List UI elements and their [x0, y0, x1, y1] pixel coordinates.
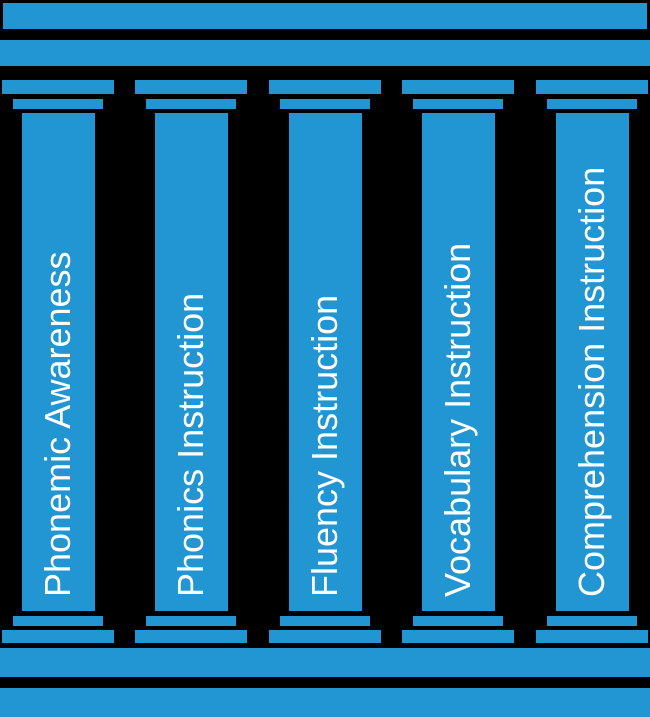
- base-top: [280, 616, 370, 626]
- column-shaft: Vocabulary Instruction: [421, 113, 495, 611]
- column-shaft: Fluency Instruction: [288, 113, 362, 611]
- capital-top: [2, 80, 114, 94]
- capital-bottom: [146, 99, 236, 109]
- pillar-label: Comprehension Instruction: [571, 166, 613, 597]
- pillar-phonics-instruction: Phonics Instruction: [135, 80, 247, 643]
- column-shaft: Comprehension Instruction: [555, 113, 629, 611]
- pillar-label: Phonemic Awareness: [37, 251, 79, 597]
- pillar-comprehension-instruction: Comprehension Instruction: [536, 80, 648, 643]
- capital-bottom: [280, 99, 370, 109]
- base-bottom: [536, 630, 648, 643]
- capital-top: [402, 80, 514, 94]
- floor-beam-bottom: [0, 688, 650, 717]
- base-top: [13, 616, 103, 626]
- capital-top: [269, 80, 381, 94]
- floor-beam-top: [0, 648, 650, 677]
- roof-beam-top: [3, 3, 647, 29]
- pillar-label: Vocabulary Instruction: [437, 242, 479, 597]
- base-bottom: [269, 630, 381, 643]
- capital-top: [536, 80, 648, 94]
- pillar-label: Fluency Instruction: [304, 294, 346, 597]
- base-top: [146, 616, 236, 626]
- base-bottom: [135, 630, 247, 643]
- pillar-phonemic-awareness: Phonemic Awareness: [2, 80, 114, 643]
- capital-bottom: [13, 99, 103, 109]
- roof-beam-bottom: [0, 40, 650, 66]
- capital-bottom: [547, 99, 637, 109]
- pillar-vocabulary-instruction: Vocabulary Instruction: [402, 80, 514, 643]
- pillar-fluency-instruction: Fluency Instruction: [269, 80, 381, 643]
- column-shaft: Phonics Instruction: [154, 113, 228, 611]
- column-shaft: Phonemic Awareness: [21, 113, 95, 611]
- capital-bottom: [413, 99, 503, 109]
- base-bottom: [2, 630, 114, 643]
- base-bottom: [402, 630, 514, 643]
- capital-top: [135, 80, 247, 94]
- base-top: [547, 616, 637, 626]
- pillar-label: Phonics Instruction: [170, 292, 212, 597]
- base-top: [413, 616, 503, 626]
